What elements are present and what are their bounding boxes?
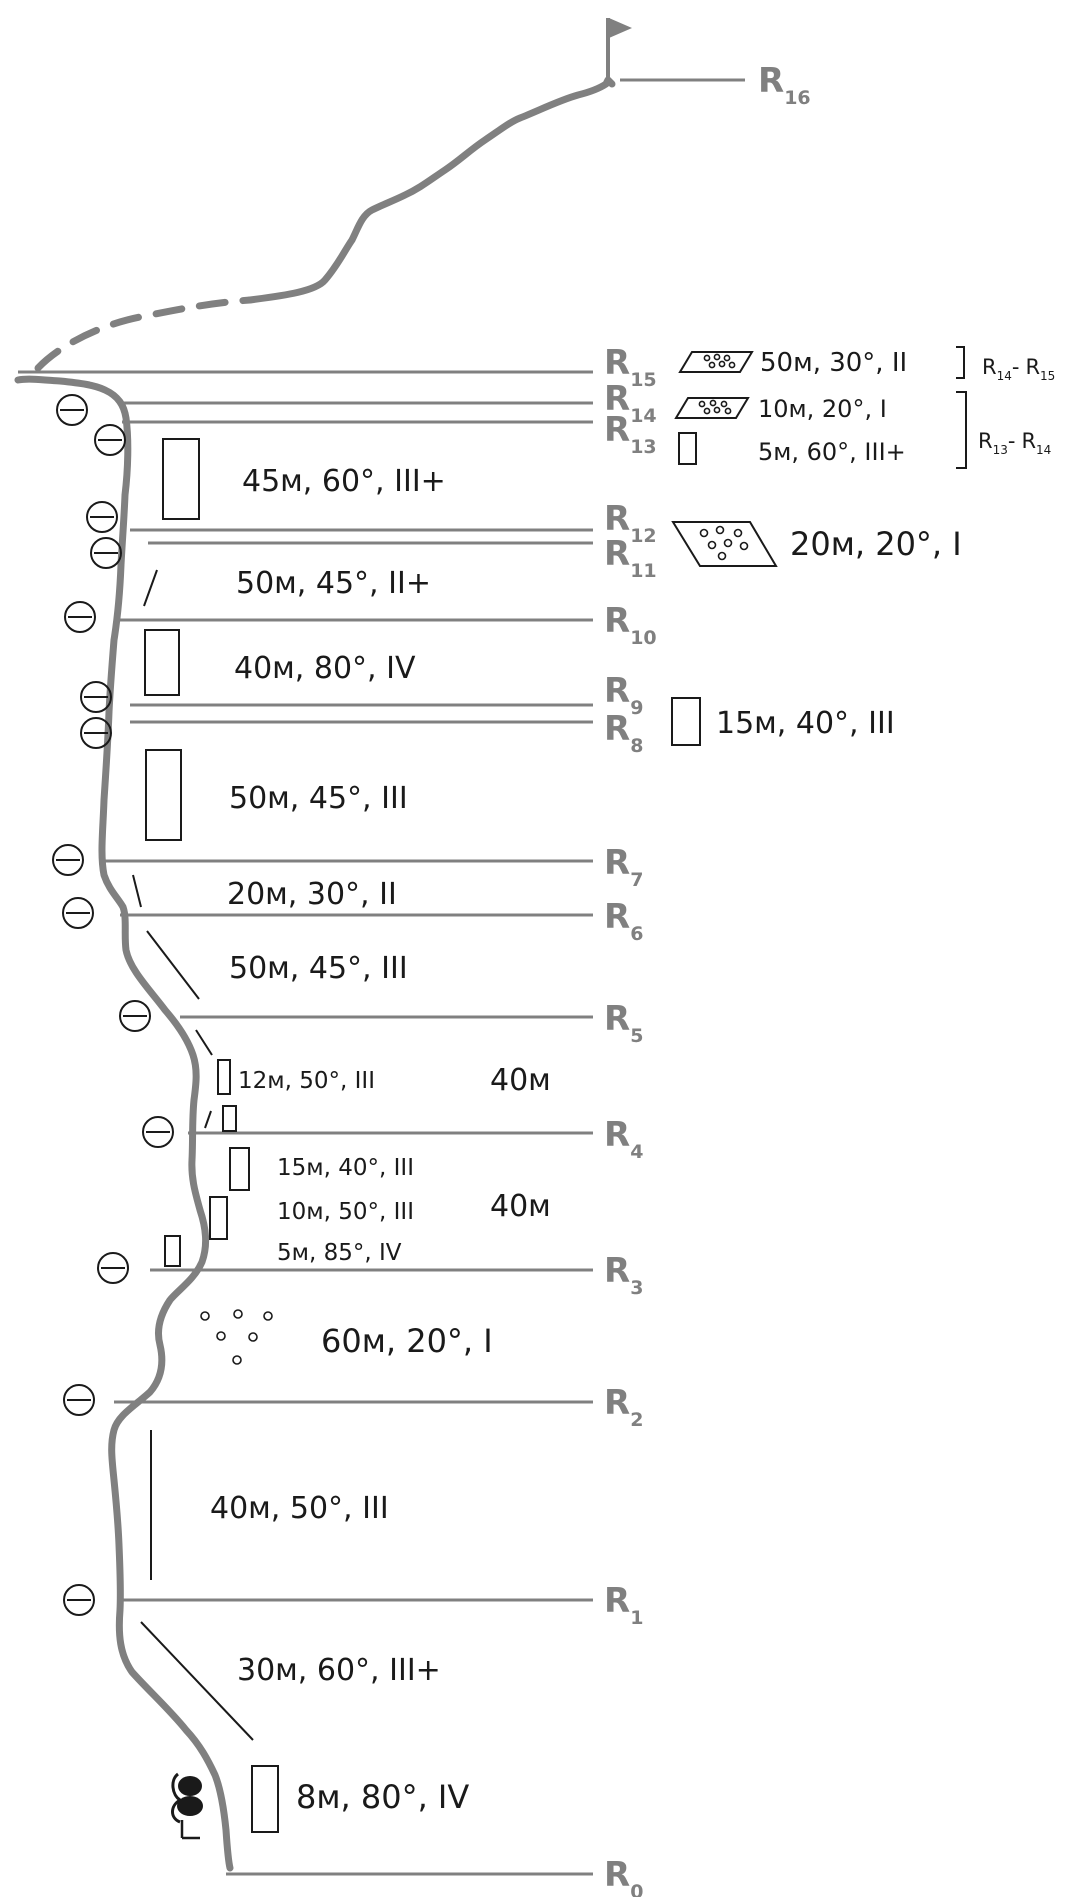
station-label-r13: R13 xyxy=(604,410,657,458)
pitch-label: 15м, 40°, III xyxy=(277,1155,414,1181)
station-label-r10: R10 xyxy=(604,601,657,649)
belay-station-icon xyxy=(80,681,112,713)
belay-station-icon xyxy=(80,717,112,749)
pitch-label: 5м, 60°, III+ xyxy=(758,438,906,466)
belay-station-icon xyxy=(52,844,84,876)
summit-flag-icon xyxy=(606,18,632,82)
pitch-label: 40м xyxy=(490,1189,551,1224)
pitch-label: 50м, 30°, II xyxy=(760,348,907,378)
pitch-label: 60м, 20°, I xyxy=(321,1322,493,1360)
belay-station-icon xyxy=(62,897,94,929)
slab-icon xyxy=(204,1110,212,1129)
pitch-label: 8м, 80°, IV xyxy=(296,1778,469,1816)
station-label-r16: R16 xyxy=(758,61,811,109)
belay-station-icon xyxy=(64,601,96,633)
belay-station-icon xyxy=(94,424,126,456)
pitch-label: 30м, 60°, III+ xyxy=(237,1653,441,1688)
rock-wall-icon xyxy=(229,1147,250,1191)
route-wall-line xyxy=(14,375,234,1872)
slab-icon xyxy=(140,1621,254,1741)
belay-station-icon xyxy=(119,1000,151,1032)
rock-wall-icon xyxy=(671,697,701,746)
range-label: R14-R15 xyxy=(982,355,1055,383)
pitch-label: 15м, 40°, III xyxy=(716,706,895,741)
scree-slope-icon xyxy=(678,351,754,373)
station-label-r5: R5 xyxy=(604,999,643,1047)
station-label-r6: R6 xyxy=(604,897,643,945)
pitch-label: 50м, 45°, II+ xyxy=(236,566,431,601)
belay-station-icon xyxy=(56,394,88,426)
pitch-label: 10м, 50°, III xyxy=(277,1199,414,1225)
pitch-label: 45м, 60°, III+ xyxy=(242,464,446,499)
slab-icon xyxy=(143,569,158,607)
scree-slope-icon xyxy=(671,521,778,567)
station-label-r9: R9 xyxy=(604,671,643,719)
station-label-r4: R4 xyxy=(604,1115,643,1163)
rock-wall-icon xyxy=(217,1059,231,1095)
pitch-label: 20м, 30°, II xyxy=(227,877,397,912)
pitch-label: 40м xyxy=(490,1063,551,1098)
range-bracket xyxy=(956,346,965,379)
station-label-r11: R11 xyxy=(604,534,657,582)
station-label-r1: R1 xyxy=(604,1581,643,1629)
station-label-r8: R8 xyxy=(604,709,643,757)
station-label-r3: R3 xyxy=(604,1251,643,1299)
belay-station-icon xyxy=(86,501,118,533)
route-dashed-section xyxy=(34,296,254,372)
scree-slope-icon xyxy=(200,1309,273,1365)
pitch-label: 40м, 80°, IV xyxy=(234,651,416,686)
range-bracket xyxy=(956,391,967,469)
rock-wall-icon xyxy=(164,1235,181,1267)
pitch-label: 5м, 85°, IV xyxy=(277,1240,402,1266)
route-ridge-line xyxy=(246,76,616,304)
slab-icon xyxy=(195,1029,213,1056)
station-label-r14: R14 xyxy=(604,379,657,427)
pitch-label: 40м, 50°, III xyxy=(210,1491,389,1526)
pitch-label: 10м, 20°, I xyxy=(758,395,887,423)
rock-wall-icon xyxy=(222,1105,237,1132)
belay-station-icon xyxy=(63,1584,95,1616)
rock-wall-icon xyxy=(678,432,697,465)
rock-wall-icon xyxy=(144,629,180,696)
belay-station-icon xyxy=(142,1116,174,1148)
pitch-label: 20м, 20°, I xyxy=(790,525,962,563)
belay-station-icon xyxy=(63,1384,95,1416)
rock-wall-icon xyxy=(145,749,182,841)
start-knot-icon xyxy=(171,1772,203,1840)
station-label-r7: R7 xyxy=(604,843,643,891)
station-label-r15: R15 xyxy=(604,343,657,391)
station-label-r12: R12 xyxy=(604,499,657,547)
belay-station-icon xyxy=(90,537,122,569)
range-label: R13-R14 xyxy=(978,429,1051,457)
belay-station-icon xyxy=(97,1252,129,1284)
rock-wall-icon xyxy=(251,1765,279,1833)
scree-slope-icon xyxy=(674,397,750,419)
rock-wall-icon xyxy=(209,1196,228,1240)
slab-icon xyxy=(132,874,142,908)
station-label-r0: R0 xyxy=(604,1855,643,1897)
pitch-label: 50м, 45°, III xyxy=(229,781,408,816)
pitch-label: 12м, 50°, III xyxy=(238,1068,375,1094)
slab-icon xyxy=(146,930,200,1000)
pitch-label: 50м, 45°, III xyxy=(229,951,408,986)
rock-wall-icon xyxy=(162,438,200,520)
station-label-r2: R2 xyxy=(604,1383,643,1431)
